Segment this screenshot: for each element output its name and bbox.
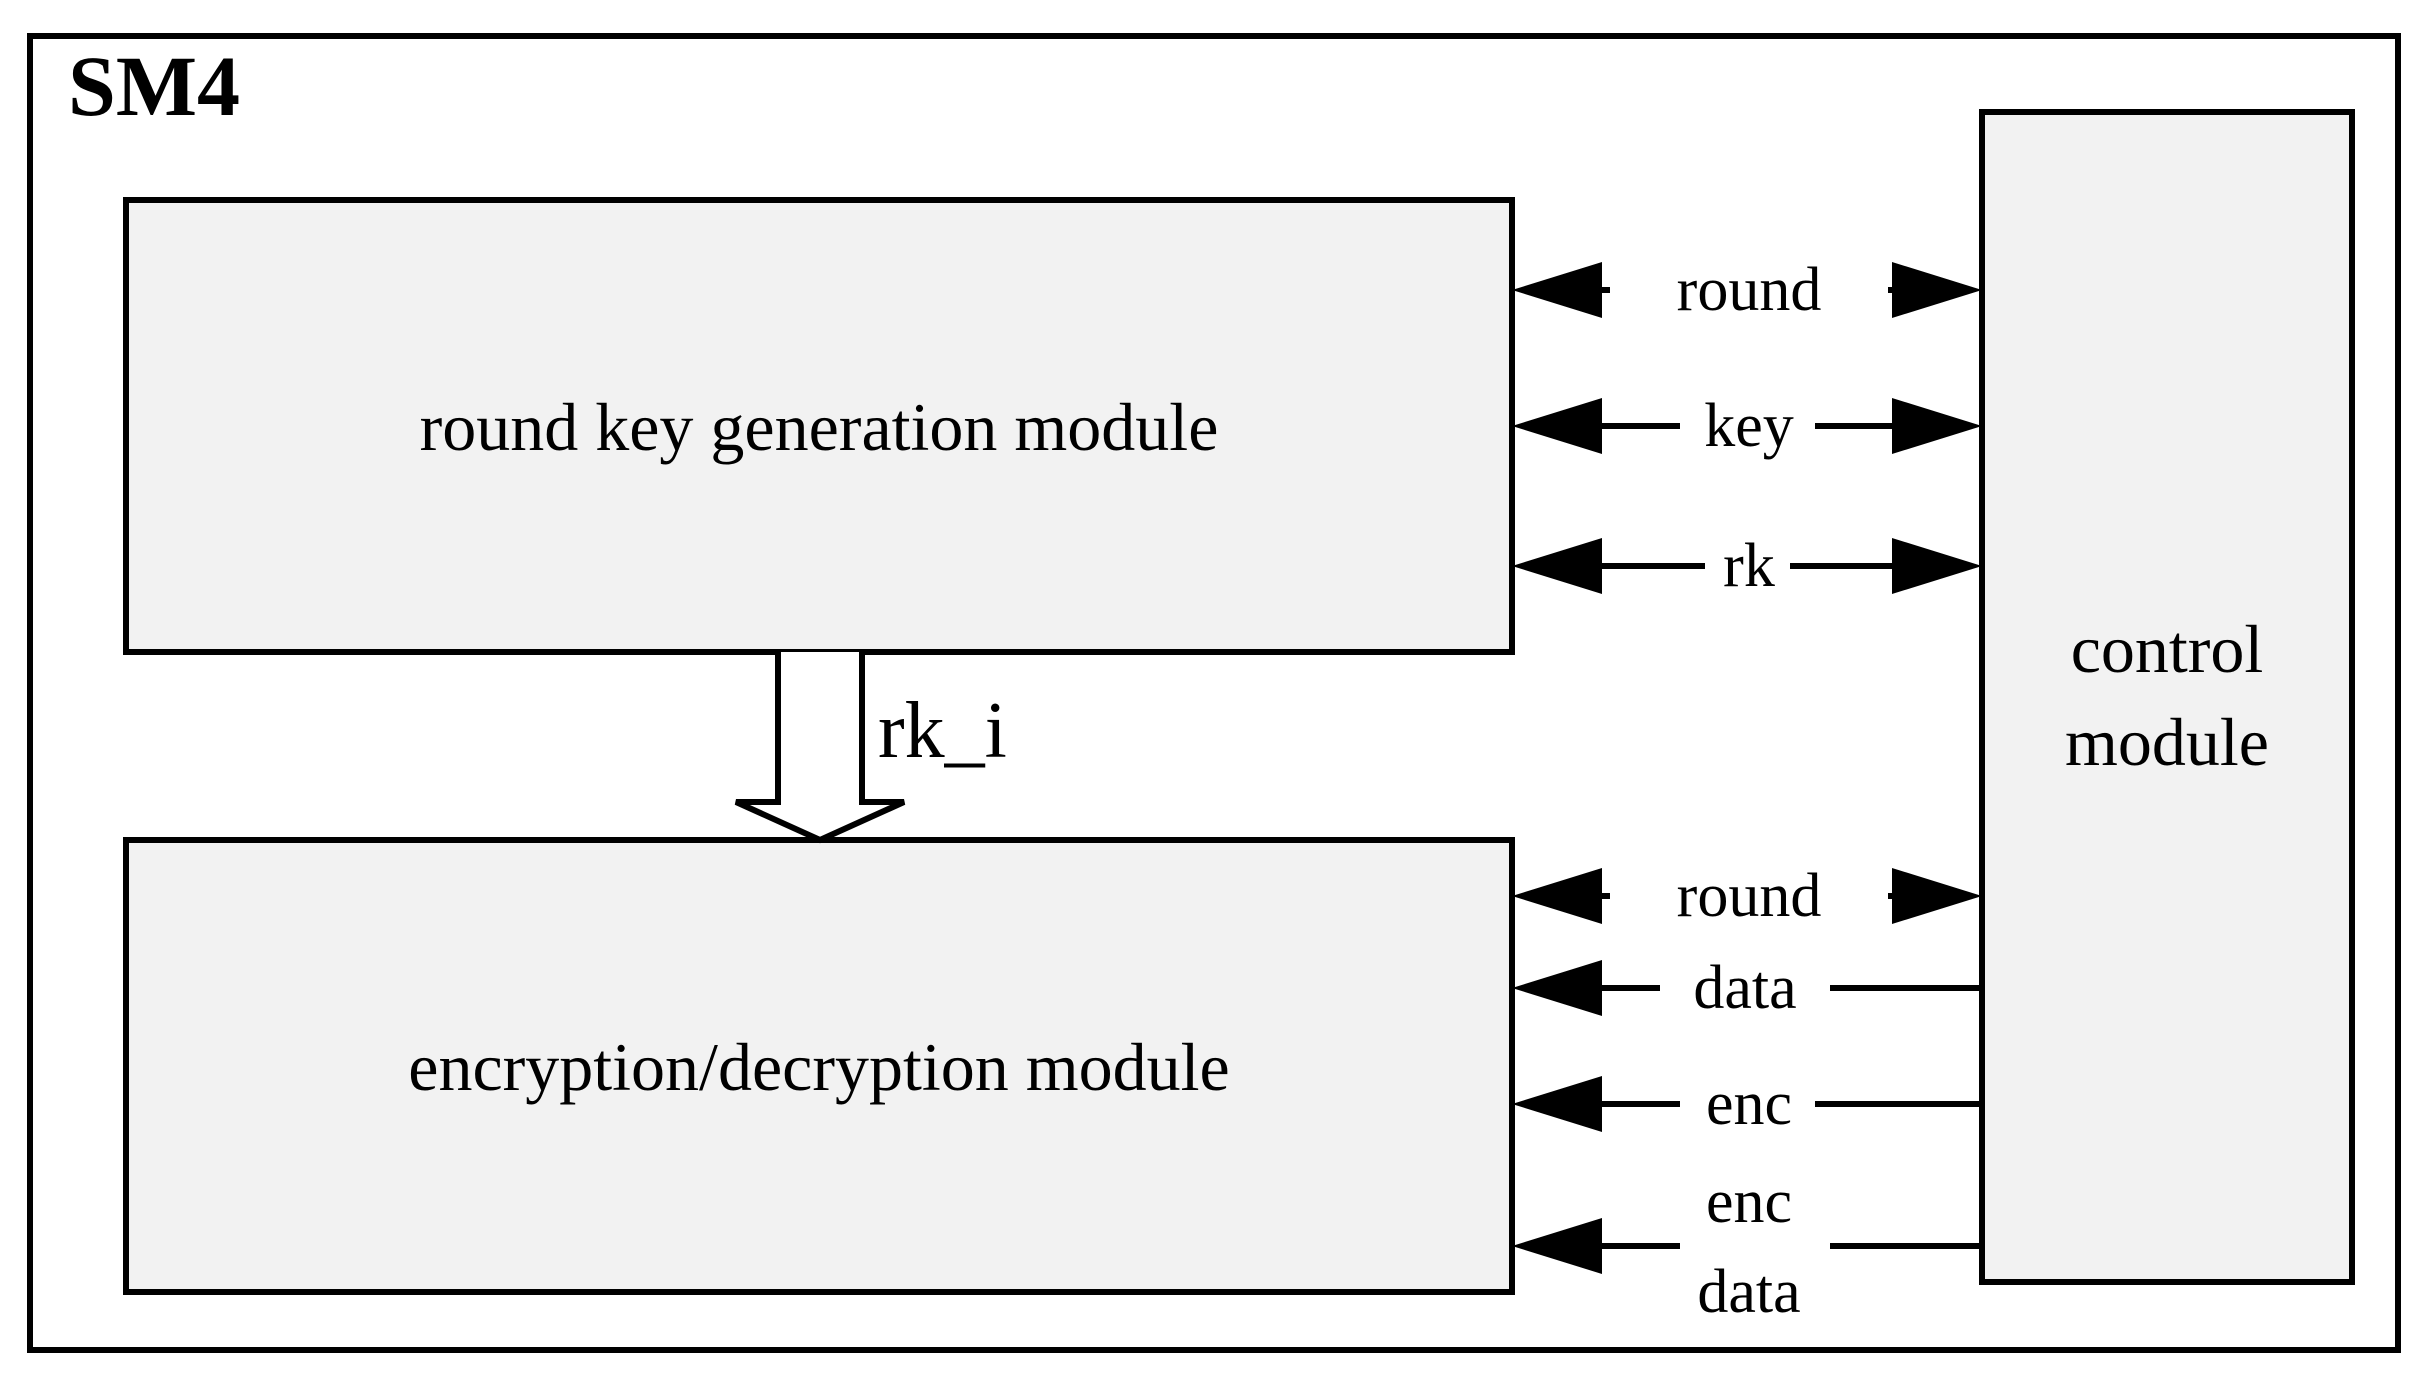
enc-data-left-arrowhead [1512,1218,1602,1274]
rk-i-arrow [734,652,906,844]
round-bottom-left-arrowhead [1512,868,1602,924]
round-top-right-arrowhead [1892,262,1982,318]
round-top-label: round [1677,256,1822,324]
enc-signal: enc [1512,1070,1982,1138]
round-key-generation-module [123,197,1515,655]
key-signal: key [1512,392,1982,460]
control-module-label-line2: module [2065,704,2269,780]
enc-data-label-line2: data [1697,1258,1800,1326]
control-module [1979,109,2355,1285]
control-module-label-line1: control [2071,611,2264,687]
data-signal: data [1512,954,1982,1022]
rk-label: rk [1723,532,1775,600]
enc-data-signal: enc data [1512,1168,1982,1326]
round-key-generation-label: round key generation module [420,389,1219,465]
key-label: key [1704,392,1794,460]
round-bottom-signal: round [1512,862,1982,930]
key-left-arrowhead [1512,398,1602,454]
rk-right-arrowhead [1892,538,1982,594]
rk-left-arrowhead [1512,538,1602,594]
enc-left-arrowhead [1512,1076,1602,1132]
enc-data-label-line1: enc [1706,1168,1792,1236]
round-top-signal: round [1512,256,1982,324]
enc-label: enc [1706,1070,1792,1138]
round-top-left-arrowhead [1512,262,1602,318]
data-label: data [1693,954,1796,1022]
encryption-decryption-label: encryption/decryption module [408,1029,1229,1105]
key-right-arrowhead [1892,398,1982,454]
round-bottom-label: round [1677,862,1822,930]
rk-i-label: rk_i [878,687,1007,775]
sm4-title: SM4 [68,38,240,134]
round-bottom-right-arrowhead [1892,868,1982,924]
data-left-arrowhead [1512,960,1602,1016]
rk-signal: rk [1512,532,1982,600]
